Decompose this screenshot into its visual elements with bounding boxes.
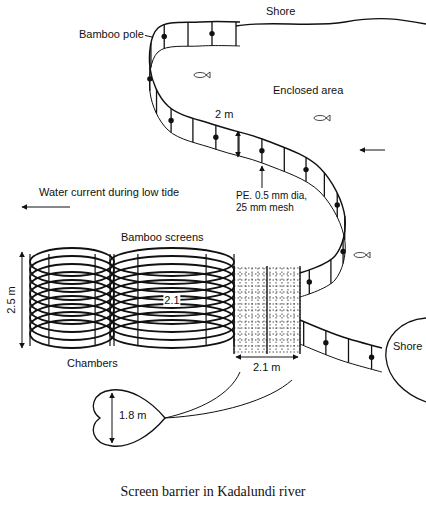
chamber-stake (233, 254, 234, 346)
chamber-stake (206, 254, 207, 346)
float-dot (307, 279, 312, 284)
float-dot (323, 340, 328, 345)
dimension-arrow (238, 131, 239, 157)
dimension-arrow (22, 252, 23, 348)
mesh-line (282, 268, 283, 352)
current-arrow (22, 207, 70, 208)
leader-arrow (262, 166, 263, 188)
bamboo-pole (330, 260, 331, 284)
bamboo-pole (344, 216, 345, 240)
material-note: PE. 0.5 mm dia, 25 mm mesh (235, 190, 315, 213)
net-bottom-edge (149, 46, 345, 297)
chamber-stake (29, 254, 30, 346)
chamber (30, 248, 114, 348)
fish-tail (206, 72, 210, 78)
part-label: Bamboo screens (120, 231, 205, 244)
dimension-label: 2.5 m (5, 285, 18, 315)
fish-sketch (354, 252, 370, 258)
screen-barrier (300, 320, 382, 372)
float-dot (340, 249, 345, 254)
area-label: Enclosed area (272, 84, 344, 97)
bamboo-screen-ring (30, 304, 114, 332)
current-arrow (360, 150, 385, 151)
chamber-stake (137, 254, 138, 346)
float-dot (147, 76, 152, 81)
dimension-arrow (236, 357, 298, 358)
chamber-stake (48, 254, 49, 346)
bamboo-pole (156, 90, 157, 114)
float-dot (335, 202, 340, 207)
mesh-line (264, 268, 265, 352)
bamboo-pole (324, 173, 325, 197)
shore-label: Shore (265, 5, 296, 18)
bamboo-screen-ring (110, 304, 234, 332)
bamboo-screen-ring (110, 312, 234, 340)
fish-body (194, 73, 206, 78)
fish-sketch (314, 115, 330, 121)
bamboo-screen-ring (110, 280, 234, 308)
dimension-label: 2.1 m (252, 361, 282, 374)
fish-tail (366, 252, 370, 258)
net-top-edge (300, 320, 382, 348)
shoreline (386, 318, 426, 402)
figure-caption: Screen barrier in Kadalundi river (120, 484, 305, 500)
bamboo-pole (284, 147, 285, 171)
inset-leader (165, 380, 292, 418)
dimension-label: 2.1 (163, 294, 180, 307)
bamboo-pole (192, 118, 193, 142)
chamber-stake (94, 254, 95, 346)
fish-tail (326, 115, 330, 121)
float-dot (369, 355, 374, 360)
chamber-stake (109, 254, 110, 346)
float-dot (168, 118, 173, 123)
mesh-line (258, 268, 259, 352)
bamboo-pole (187, 22, 188, 46)
inset-leader (165, 372, 240, 418)
float-dot (213, 135, 218, 140)
bamboo-pole (150, 43, 151, 67)
float-dot (162, 34, 167, 39)
current-note: Water current during low tide (38, 186, 180, 199)
net-centre (300, 332, 382, 360)
bamboo-screen-ring (30, 312, 114, 340)
float-dot (303, 167, 308, 172)
mesh-line (240, 268, 241, 352)
dimension-label: 1.8 m (118, 409, 148, 422)
fish-body (354, 253, 366, 258)
part-label: Bamboo pole (78, 28, 145, 41)
bamboo-pole (303, 322, 304, 346)
chamber-plan-outline (93, 390, 165, 446)
mesh-screen (234, 266, 300, 354)
bamboo-pole (266, 266, 267, 354)
dimension-arrow (112, 393, 113, 443)
dimension-label: 2 m (214, 108, 234, 121)
bamboo-pole (348, 339, 349, 363)
fish-body (314, 116, 326, 121)
float-dot (209, 31, 214, 36)
shoreline (236, 19, 426, 26)
bamboo-pole (235, 22, 236, 46)
bamboo-screen-ring (110, 320, 234, 348)
chamber (110, 248, 234, 348)
float-dot (259, 148, 264, 153)
shore-label: Shore (392, 340, 423, 353)
bamboo-screen-ring (30, 320, 114, 348)
bamboo-pole (299, 266, 300, 354)
part-label: Chambers (66, 357, 119, 370)
fish-sketch (194, 72, 210, 78)
net-bottom-edge (300, 344, 382, 372)
